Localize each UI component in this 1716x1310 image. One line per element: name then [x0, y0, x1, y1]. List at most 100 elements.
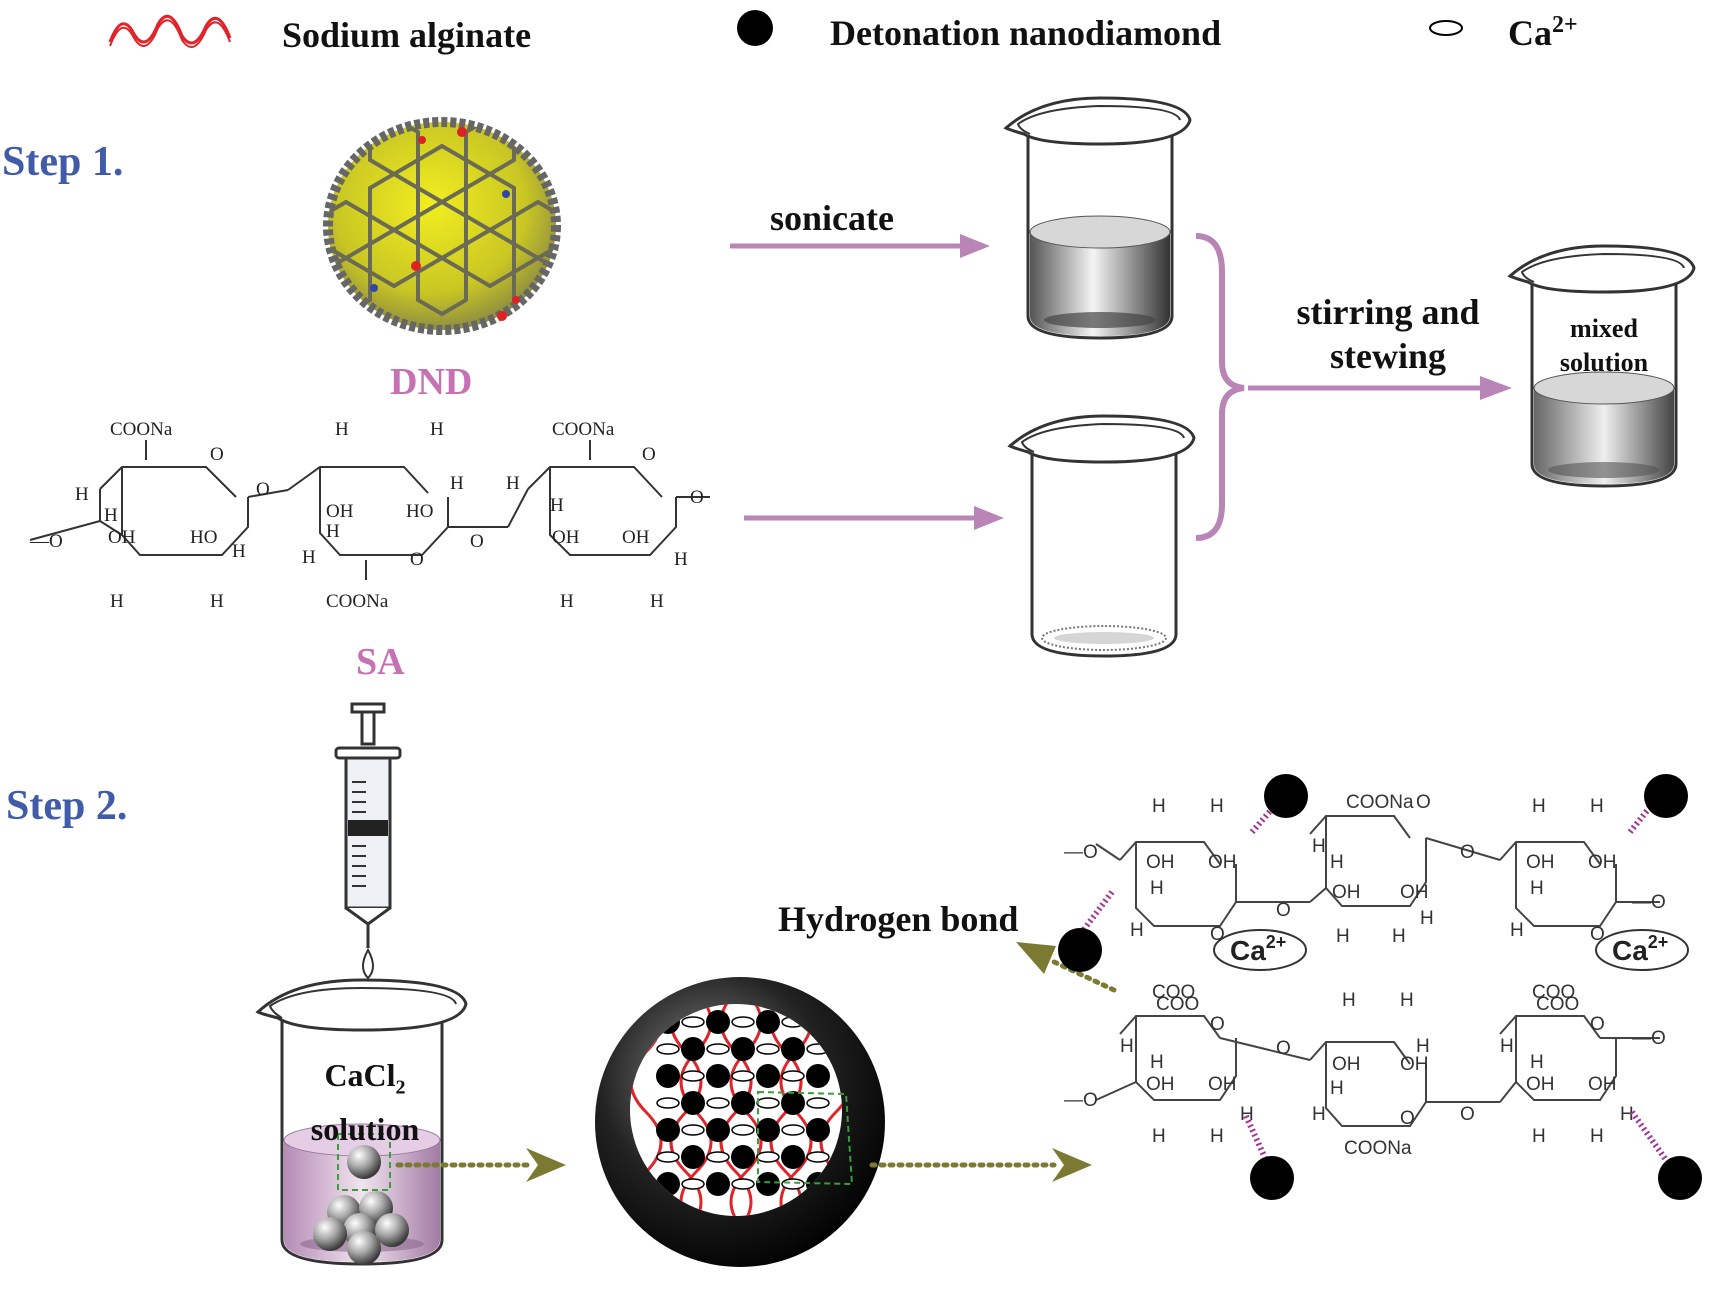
svg-text:H: H — [1210, 796, 1224, 817]
svg-text:H: H — [1530, 1052, 1544, 1073]
svg-text:H: H — [650, 591, 664, 612]
svg-text:H: H — [1620, 1104, 1634, 1125]
svg-text:OH: OH — [1332, 882, 1361, 903]
svg-text:OH: OH — [108, 527, 136, 548]
svg-text:OH: OH — [1332, 1054, 1361, 1075]
svg-text:OH: OH — [326, 501, 354, 522]
stirring-arrow — [1248, 376, 1512, 400]
mixed-solution-beaker — [1507, 244, 1696, 488]
combine-brace — [1195, 233, 1245, 541]
svg-text:COO: COO — [1536, 994, 1579, 1015]
svg-text:H: H — [1590, 1126, 1604, 1147]
hydrogel-bead-cross-section — [595, 977, 885, 1267]
svg-text:O: O — [690, 487, 704, 508]
svg-text:H: H — [1420, 908, 1434, 929]
svg-text:H: H — [1532, 796, 1546, 817]
svg-text:COONa: COONa — [552, 419, 615, 440]
sodium-alginate-legend-icon — [108, 14, 232, 49]
svg-text:—O: —O — [29, 531, 63, 552]
cacl2-label: CaCl2 solution — [310, 1057, 420, 1148]
sa-structure: COONa O H H OH HO H H H —O O H H OH HO H… — [29, 419, 710, 612]
dnd-dispersion-beaker — [1003, 96, 1192, 340]
legend-nanodiamond-label: Detonation nanodiamond — [830, 13, 1222, 53]
svg-text:O: O — [1416, 792, 1431, 813]
dnd-particle-illustration — [323, 117, 561, 335]
svg-text:H: H — [335, 419, 349, 440]
legend-sodium-alginate-label: Sodium alginate — [282, 15, 532, 55]
svg-text:COONa: COONa — [326, 591, 389, 612]
svg-text:OH: OH — [1208, 852, 1237, 873]
svg-text:COONa: COONa — [1344, 1138, 1412, 1159]
hydrogen-bond-label: Hydrogen bond — [778, 899, 1019, 939]
svg-text:O: O — [210, 444, 224, 465]
svg-text:H: H — [1400, 990, 1414, 1011]
svg-text:OH: OH — [1526, 852, 1555, 873]
svg-text:Ca2+: Ca2+ — [1230, 932, 1286, 966]
svg-text:O: O — [256, 479, 270, 500]
step1-title: Step 1. — [2, 139, 124, 185]
svg-text:O: O — [1276, 1038, 1291, 1059]
svg-text:H: H — [1152, 796, 1166, 817]
svg-text:—O: —O — [1632, 892, 1666, 913]
svg-text:H: H — [1532, 1126, 1546, 1147]
svg-text:OH: OH — [552, 527, 580, 548]
svg-text:OH: OH — [622, 527, 650, 548]
svg-text:OH: OH — [1400, 882, 1429, 903]
step2-title: Step 2. — [6, 783, 128, 829]
svg-text:H: H — [1330, 852, 1344, 873]
svg-text:H: H — [1336, 926, 1350, 947]
svg-text:—O: —O — [1064, 842, 1098, 863]
svg-text:H: H — [1342, 990, 1356, 1011]
svg-text:O: O — [1590, 1014, 1605, 1035]
svg-text:OH: OH — [1146, 852, 1175, 873]
svg-text:O: O — [1460, 1104, 1475, 1125]
svg-text:H: H — [1590, 796, 1604, 817]
svg-text:HO: HO — [190, 527, 217, 548]
svg-text:H: H — [1152, 1126, 1166, 1147]
svg-text:O: O — [1460, 842, 1475, 863]
svg-text:H: H — [560, 591, 574, 612]
svg-text:H: H — [1392, 926, 1406, 947]
svg-text:H: H — [1150, 878, 1164, 899]
stirring-label: stirring and stewing — [1296, 292, 1480, 376]
sonicate-label: sonicate — [770, 198, 894, 238]
calcium-legend-icon — [1429, 20, 1463, 36]
svg-text:O: O — [410, 549, 424, 570]
svg-text:H: H — [506, 473, 520, 494]
svg-text:O: O — [1400, 1108, 1415, 1129]
svg-text:O: O — [642, 444, 656, 465]
svg-text:OH: OH — [1400, 1054, 1429, 1075]
svg-text:H: H — [1120, 1036, 1134, 1057]
svg-text:H: H — [232, 541, 246, 562]
svg-text:H: H — [110, 591, 124, 612]
svg-text:H: H — [1330, 1078, 1344, 1099]
crosslinked-alginate-structure: H H —O OH OH H H O COO O COONa O H H OH … — [1058, 774, 1702, 1200]
mixed-solution-label: mixed solution — [1559, 314, 1649, 377]
svg-text:H: H — [1416, 1036, 1430, 1057]
hydrogen-bond-arrow — [1016, 942, 1117, 993]
svg-text:OH: OH — [1208, 1074, 1237, 1095]
svg-text:H: H — [674, 549, 688, 570]
sa-label: SA — [356, 641, 405, 683]
svg-text:COO: COO — [1156, 994, 1199, 1015]
svg-text:H: H — [1210, 1126, 1224, 1147]
svg-text:HO: HO — [406, 501, 433, 522]
svg-text:H: H — [1312, 1104, 1326, 1125]
svg-text:COONa: COONa — [110, 419, 173, 440]
svg-text:H: H — [430, 419, 444, 440]
svg-text:OH: OH — [1146, 1074, 1175, 1095]
svg-text:H: H — [550, 495, 564, 516]
svg-text:OH: OH — [1588, 852, 1617, 873]
svg-text:H: H — [302, 547, 316, 568]
svg-text:H: H — [1510, 920, 1524, 941]
svg-text:H: H — [450, 473, 464, 494]
nanodiamond-legend-icon — [737, 10, 773, 46]
svg-text:COONa: COONa — [1346, 792, 1414, 813]
svg-text:H: H — [75, 484, 89, 505]
svg-text:H: H — [104, 505, 118, 526]
svg-text:H: H — [1312, 836, 1326, 857]
svg-text:H: H — [210, 591, 224, 612]
svg-text:H: H — [326, 521, 340, 542]
svg-text:H: H — [1500, 1036, 1514, 1057]
svg-text:OH: OH — [1526, 1074, 1555, 1095]
